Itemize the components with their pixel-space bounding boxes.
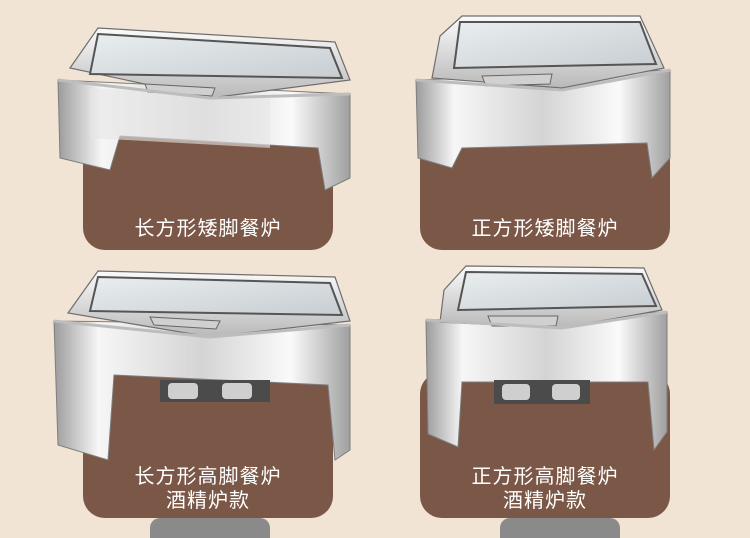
product-title-line2: 酒精炉款 [166, 488, 250, 512]
product-card-rect-low[interactable]: 长方形矮脚餐炉 [83, 130, 333, 250]
product-card-square-high[interactable]: 正方形高脚餐炉 酒精炉款 [420, 372, 670, 518]
product-title-line2: 酒精炉款 [503, 488, 587, 512]
chafing-dish-rect-low-image [57, 27, 351, 191]
product-title-line1: 长方形高脚餐炉 [134, 464, 282, 488]
product-title: 长方形矮脚餐炉 [134, 216, 282, 240]
product-title: 长方形高脚餐炉 酒精炉款 [83, 464, 333, 512]
next-product-peek-left [150, 518, 270, 538]
chafing-dish-rect-high-image [53, 270, 351, 461]
next-product-peek-right [500, 518, 620, 538]
product-card-square-low[interactable]: 正方形矮脚餐炉 [420, 130, 670, 250]
chafing-dish-square-low-image [415, 15, 671, 180]
product-title-line1: 正方形高脚餐炉 [471, 464, 619, 488]
product-title: 正方形矮脚餐炉 [471, 216, 619, 240]
product-title: 正方形高脚餐炉 酒精炉款 [420, 464, 670, 512]
chafing-dish-square-high-image [425, 265, 668, 452]
